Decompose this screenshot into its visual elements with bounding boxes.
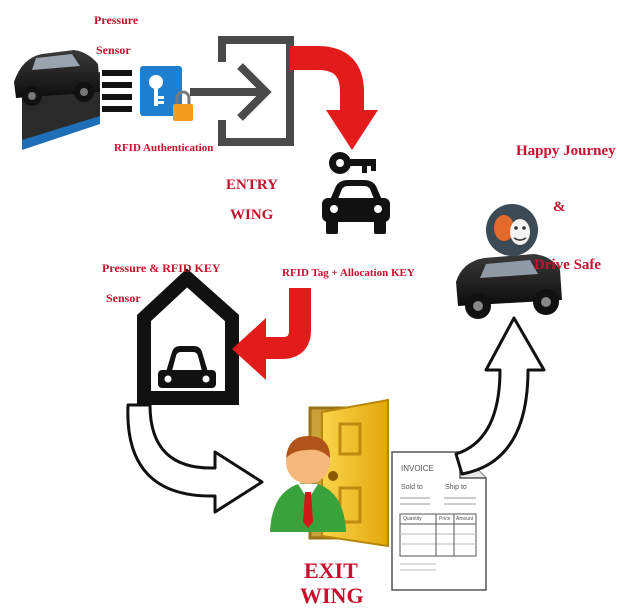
garage-red-arrow bbox=[232, 288, 311, 380]
invoice-title: INVOICE bbox=[401, 464, 434, 473]
label-pressure-rfid-key: Pressure & RFID KEY bbox=[102, 261, 221, 275]
label-entry: ENTRY bbox=[226, 177, 278, 193]
label-exit: EXIT bbox=[304, 558, 358, 583]
invoice-sold-to: Sold to bbox=[401, 484, 423, 491]
invoice-col-amount: Amount bbox=[456, 516, 474, 522]
car-icon bbox=[322, 180, 390, 234]
entry-door-icon bbox=[190, 36, 294, 146]
label-entry-wing: WING bbox=[230, 207, 274, 223]
parking-flow-diagram bbox=[14, 36, 562, 591]
entry-red-arrow bbox=[290, 46, 378, 150]
invoice-icon bbox=[391, 451, 487, 591]
rfid-lock-icon bbox=[140, 66, 193, 121]
key-icon bbox=[329, 152, 376, 174]
label-sensor: Sensor bbox=[96, 43, 131, 57]
theater-masks-icon bbox=[486, 204, 538, 256]
label-rfid-tag-allocation: RFID Tag + Allocation KEY bbox=[282, 267, 415, 279]
sensor-bars-icon bbox=[102, 70, 132, 112]
label-rfid-authentication: RFID Authentication bbox=[114, 142, 214, 154]
exit-to-journey-arrow bbox=[454, 316, 546, 476]
happy-car-icon bbox=[456, 254, 562, 319]
label-sensor-2: Sensor bbox=[106, 291, 141, 305]
label-exit-wing: WING bbox=[300, 583, 364, 608]
garage-to-exit-arrow bbox=[126, 403, 264, 514]
car-on-ramp-icon bbox=[14, 50, 100, 150]
label-pressure: Pressure bbox=[94, 13, 139, 27]
invoice-col-quantity: Quantity bbox=[403, 516, 422, 522]
label-ampersand: & bbox=[553, 199, 566, 215]
person-icon bbox=[270, 436, 346, 532]
invoice-ship-to: Ship to bbox=[445, 484, 467, 491]
garage-icon bbox=[137, 268, 239, 405]
label-drive-safe: Drive Safe bbox=[534, 257, 602, 273]
label-happy-journey: Happy Journey bbox=[516, 143, 616, 159]
invoice-col-price: Price bbox=[439, 516, 451, 522]
